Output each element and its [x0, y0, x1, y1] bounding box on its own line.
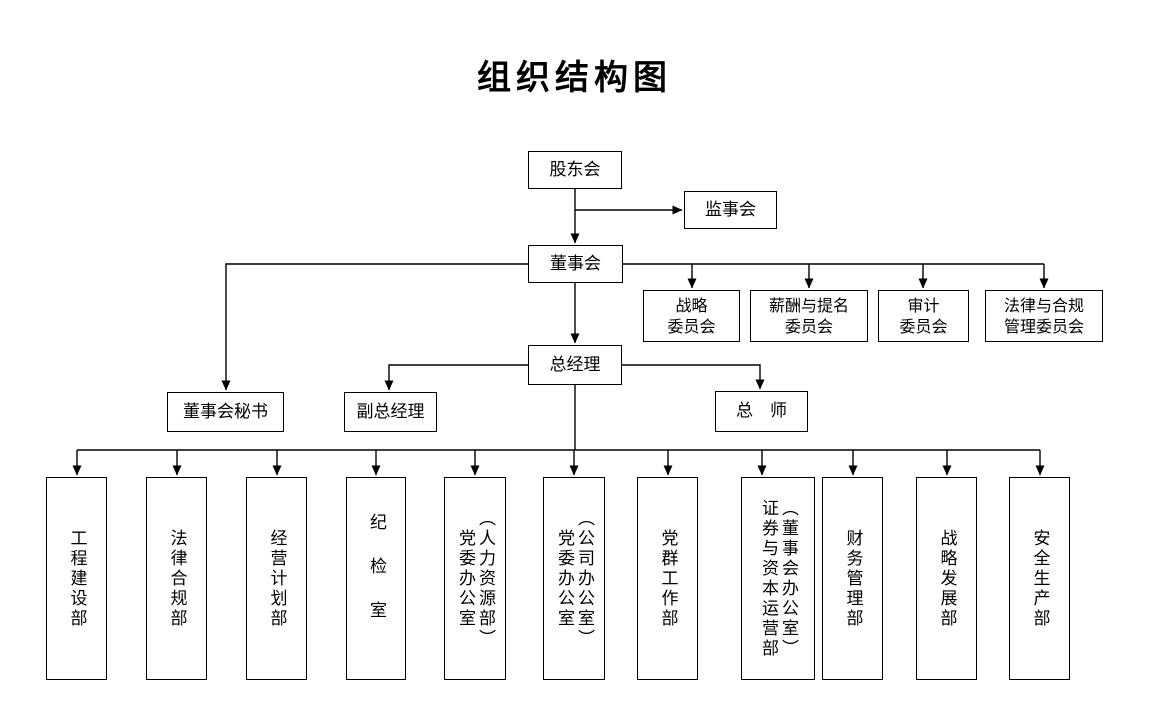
dept-label: 战略发展部	[936, 528, 957, 629]
node-general-manager: 总经理	[528, 345, 622, 385]
dept-label: 财务管理部	[842, 528, 863, 629]
node-shareholders-meeting: 股东会	[528, 151, 622, 189]
dept-label: 党群工作部	[657, 528, 678, 629]
node-remuneration-nomination-committee: 薪酬与提名 委员会	[750, 290, 868, 342]
node-supervisory-board: 监事会	[684, 191, 777, 229]
node-board-of-directors: 董事会	[528, 245, 623, 283]
dept-label: 经营计划部	[266, 528, 287, 629]
node-dept-party-mass-work: 党群工作部	[637, 477, 698, 680]
node-legal-compliance-committee: 法律与合规 管理委员会	[985, 290, 1103, 342]
node-audit-committee: 审计 委员会	[878, 290, 969, 342]
node-dept-strategic-development: 战略发展部	[916, 477, 977, 680]
node-dept-engineering-construction: 工程建设部	[46, 477, 107, 680]
node-dept-legal-compliance: 法律合规部	[146, 477, 207, 680]
dept-label: 安全生产部	[1029, 528, 1050, 629]
node-dept-safety-production: 安全生产部	[1009, 477, 1070, 680]
node-dept-operation-planning: 经营计划部	[246, 477, 307, 680]
dept-label: 党委办公室 （公司办公室）	[554, 508, 595, 649]
node-deputy-general-manager: 副总经理	[344, 392, 437, 432]
node-dept-financial-management: 财务管理部	[822, 477, 883, 680]
dept-label: 纪检室	[366, 512, 387, 645]
node-board-secretary: 董事会秘书	[167, 392, 284, 432]
node-dept-securities-capital-operation: 证券与资本运营部 （董事会办公室）	[741, 477, 815, 680]
dept-label: 证券与资本运营部 （董事会办公室）	[758, 498, 799, 659]
dept-label: 法律合规部	[166, 528, 187, 629]
node-dept-party-committee-office-company: 党委办公室 （公司办公室）	[543, 477, 605, 680]
node-strategy-committee: 战略 委员会	[643, 290, 740, 342]
dept-label: 工程建设部	[66, 528, 87, 629]
node-dept-discipline-inspection: 纪检室	[346, 477, 406, 680]
page-title: 组织结构图	[477, 58, 672, 98]
node-chief-engineer: 总 师	[715, 391, 808, 432]
node-dept-party-committee-office-hr: 党委办公室 （人力资源部）	[444, 477, 506, 680]
dept-label: 党委办公室 （人力资源部）	[455, 508, 496, 649]
